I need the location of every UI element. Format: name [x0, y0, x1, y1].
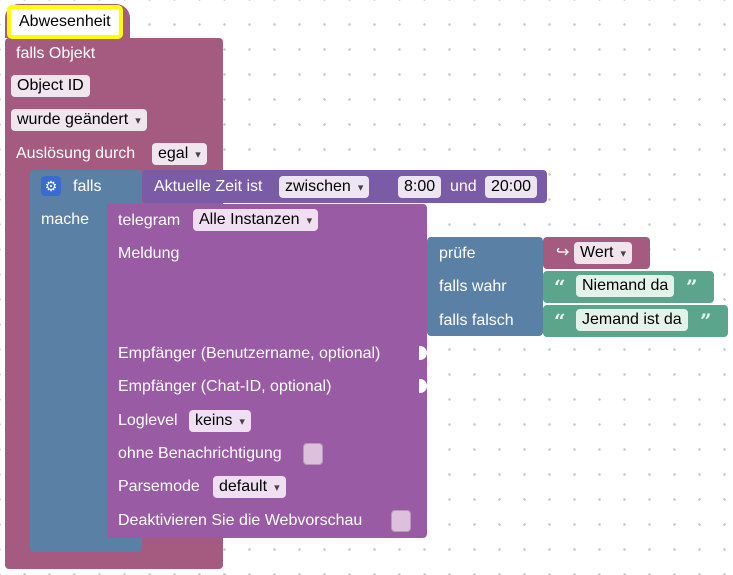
- telegram-loglevel-label: Loglevel: [118, 412, 178, 429]
- time-label: Aktuelle Zeit ist: [154, 178, 263, 195]
- false-close-quote: ”: [700, 309, 712, 333]
- time-to-field[interactable]: 20:00: [485, 176, 538, 198]
- telegram-parsemode-label: Parsemode: [118, 478, 200, 495]
- object-id-field[interactable]: Object ID: [11, 75, 90, 97]
- trigger-label: Auslösung durch: [16, 145, 136, 162]
- time-mode-dropdown[interactable]: zwischen: [279, 176, 370, 198]
- true-open-quote: “: [554, 275, 566, 299]
- trigger-dropdown[interactable]: egal: [152, 143, 207, 165]
- telegram-user-label: Empfänger (Benutzername, optional): [118, 345, 381, 362]
- parsemode-dropdown[interactable]: default: [213, 476, 286, 498]
- true-text-field[interactable]: Niemand da: [576, 275, 675, 297]
- trigger-block-bottom: [5, 555, 223, 569]
- telegram-silent-label: ohne Benachrichtigung: [118, 445, 282, 462]
- true-close-quote: ”: [686, 275, 698, 299]
- ternary-false-label: falls falsch: [439, 312, 514, 329]
- ternary-check-label: prüfe: [439, 245, 476, 262]
- telegram-instance-dropdown[interactable]: Alle Instanzen: [193, 209, 319, 231]
- telegram-webpreview-label: Deaktivieren Sie die Webvorschau: [118, 512, 363, 529]
- hat-title[interactable]: Abwesenheit: [9, 7, 121, 37]
- chat-input-socket[interactable]: [419, 379, 427, 393]
- webpreview-checkbox[interactable]: [391, 510, 411, 532]
- user-input-socket[interactable]: [419, 346, 427, 360]
- falls-objekt-label: falls Objekt: [16, 45, 96, 62]
- time-and-label: und: [450, 178, 477, 195]
- false-text-field[interactable]: Jemand ist da: [576, 309, 688, 331]
- ternary-block[interactable]: [427, 237, 543, 336]
- if-falls-label: falls: [73, 178, 102, 195]
- changed-dropdown[interactable]: wurde geändert: [11, 109, 147, 131]
- telegram-label: telegram: [118, 212, 181, 229]
- silent-checkbox[interactable]: [303, 443, 323, 465]
- ternary-true-label: falls wahr: [439, 278, 507, 295]
- time-from-field[interactable]: 8:00: [398, 176, 442, 198]
- value-dropdown[interactable]: Wert: [574, 242, 633, 264]
- telegram-message-label: Meldung: [118, 245, 180, 262]
- value-arrow-icon: ↪: [556, 244, 570, 261]
- telegram-chat-label: Empfänger (Chat-ID, optional): [118, 378, 332, 395]
- gear-icon[interactable]: ⚙: [41, 176, 61, 196]
- if-mache-label: mache: [41, 211, 90, 228]
- false-open-quote: “: [554, 309, 566, 333]
- loglevel-dropdown[interactable]: keins: [189, 410, 251, 432]
